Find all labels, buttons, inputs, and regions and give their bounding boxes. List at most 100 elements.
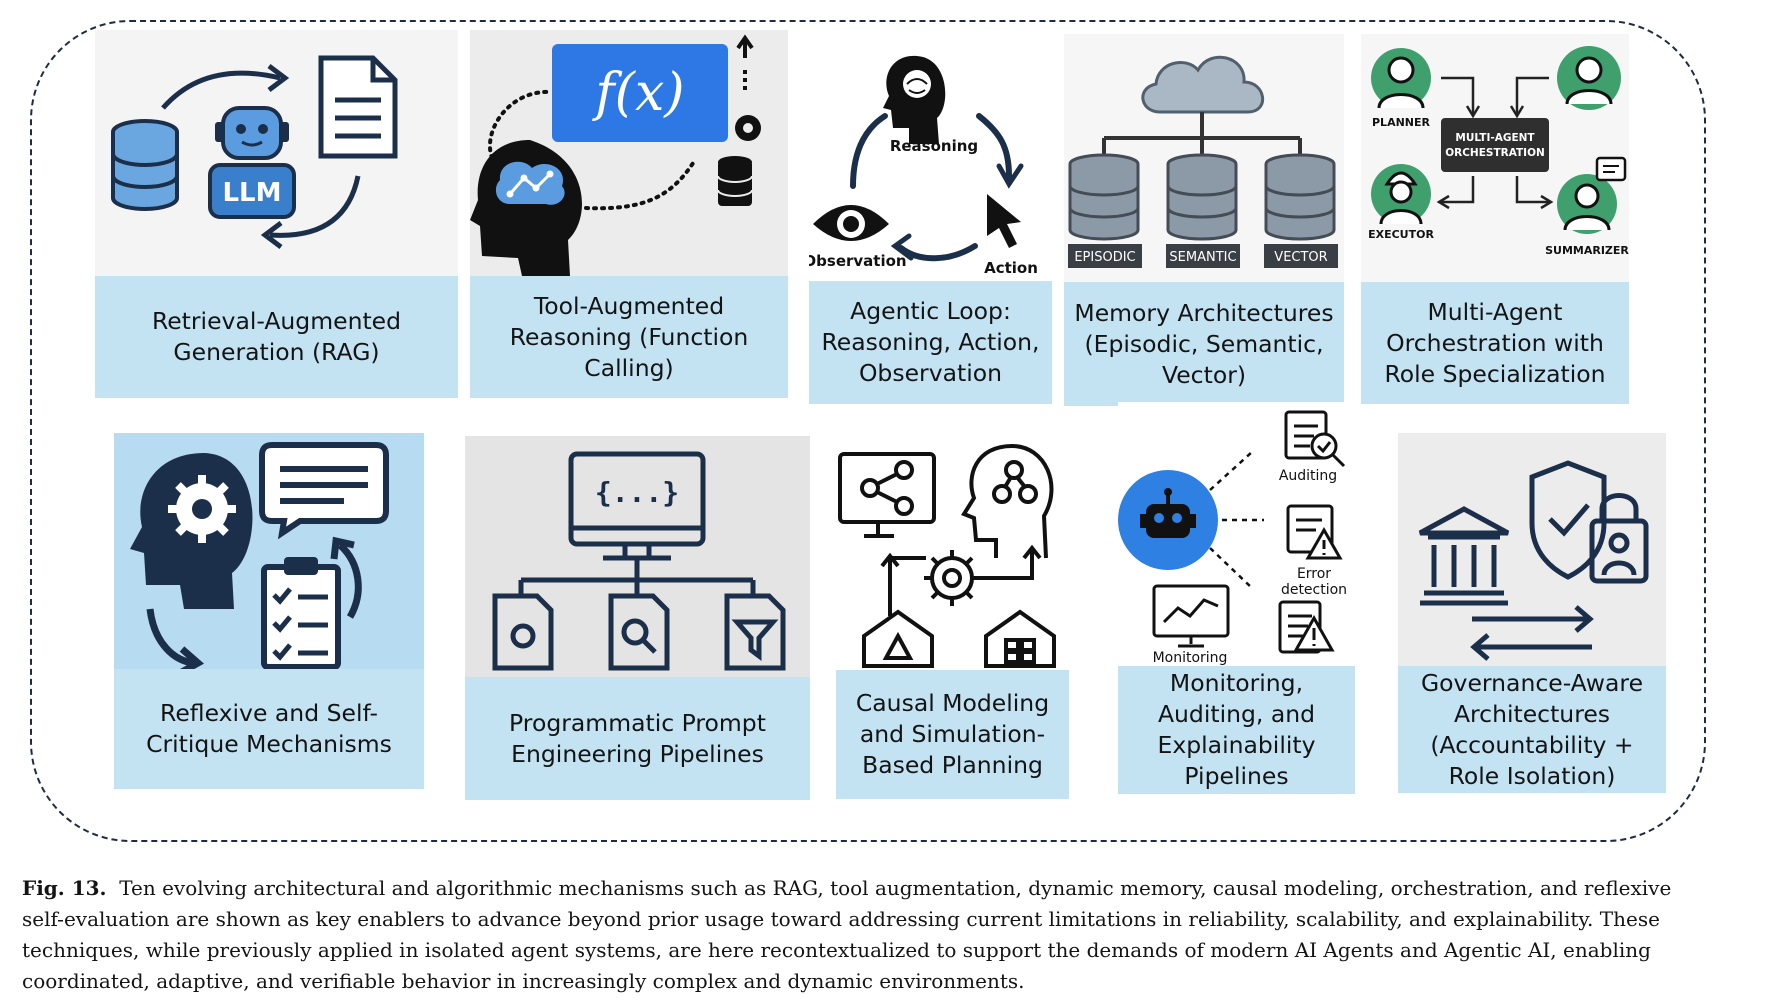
- card-agentic-loop-label: Agentic Loop:Reasoning, Action,Observati…: [809, 281, 1052, 404]
- caption-label: Fig. 13.: [22, 876, 107, 900]
- card-reflexive-label: Reflexive and Self-Critique Mechanisms: [114, 669, 424, 789]
- cloud-icon: [1141, 55, 1265, 114]
- svg-text:SEMANTIC: SEMANTIC: [1169, 250, 1236, 265]
- auditing-icon: [1284, 410, 1346, 468]
- swap-arrows-icon: [1470, 605, 1594, 661]
- shield-check-icon: [1529, 460, 1607, 580]
- memory-illustration: EPISODIC SEMANTIC VECTOR: [1064, 34, 1344, 282]
- flow-arrows: [880, 544, 1042, 616]
- monitor-code-icon: [568, 451, 706, 561]
- document-warning-icon: [1278, 600, 1335, 654]
- orchestration-arrows: [1436, 76, 1554, 210]
- monitor-share-icon: [838, 452, 936, 538]
- head-network-icon: [961, 444, 1054, 559]
- loop-arrows: [850, 113, 1024, 262]
- svg-text:EPISODIC: EPISODIC: [1074, 250, 1135, 265]
- card-multi-agent: PLANNER MULTI-AGENT ORCHESTRATION: [1361, 34, 1629, 404]
- llm-text: LLM: [222, 178, 281, 208]
- cycle-arrows: [161, 64, 361, 249]
- file-filter-icon: [724, 593, 786, 671]
- orchestration-box: MULTI-AGENT ORCHESTRATION: [1441, 118, 1549, 172]
- svg-text:ORCHESTRATION: ORCHESTRATION: [1445, 147, 1545, 159]
- robot-icon: LLM: [208, 106, 296, 219]
- card-monitoring: Auditing Error detection Monitoring Moni…: [1118, 402, 1355, 794]
- database-stack-icons: [1068, 153, 1336, 241]
- eye-icon: [813, 205, 889, 241]
- house-pyramid-icon: [862, 609, 934, 668]
- gear-database-icon: [717, 34, 761, 206]
- svg-text:SUMMARIZER: SUMMARIZER: [1545, 244, 1629, 257]
- robot-circle-icon: [1118, 470, 1218, 570]
- governance-illustration: [1398, 433, 1666, 666]
- reasoning-text: Reasoning: [890, 137, 978, 155]
- card-memory: EPISODIC SEMANTIC VECTOR Memory Architec…: [1064, 34, 1344, 406]
- svg-text:Auditing: Auditing: [1279, 468, 1337, 484]
- speech-bubble-icon: [259, 442, 389, 540]
- reflexive-illustration: [114, 433, 424, 669]
- gear-icon: [924, 550, 980, 606]
- tree-lines: [1102, 112, 1302, 158]
- svg-text:Error: Error: [1297, 566, 1331, 582]
- summarizer-agent-icon: [1557, 156, 1627, 234]
- error-detection-icon: [1286, 504, 1343, 560]
- clipboard-checklist-icon: [261, 557, 341, 669]
- tool-illustration: f(x): [470, 30, 788, 276]
- file-search-icon: [608, 593, 670, 671]
- card-memory-label: Memory Architectures(Episodic, Semantic,…: [1064, 282, 1344, 406]
- multi-agent-illustration: PLANNER MULTI-AGENT ORCHESTRATION: [1361, 34, 1629, 282]
- head-icon: [470, 140, 583, 276]
- dotted-arrows: [488, 89, 697, 211]
- memory-tags: EPISODIC SEMANTIC VECTOR: [1068, 244, 1338, 268]
- dotted-connectors: [1209, 451, 1264, 589]
- caption-line-4: coordinated, adaptive, and verifiable be…: [22, 969, 1025, 993]
- svg-text:PLANNER: PLANNER: [1372, 116, 1431, 129]
- database-icon: [111, 119, 179, 211]
- svg-text:VECTOR: VECTOR: [1274, 250, 1327, 265]
- caption-line-2: self-evaluation are shown as key enabler…: [22, 907, 1660, 931]
- bank-building-icon: [1418, 506, 1510, 606]
- causal-illustration: [836, 436, 1069, 670]
- brain-head-icon: [883, 55, 946, 144]
- curved-arrows: [146, 536, 362, 669]
- monitoring-illustration: Auditing Error detection Monitoring: [1118, 402, 1355, 666]
- dashed-border-frame: [30, 20, 1706, 842]
- rag-illustration: LLM: [95, 30, 458, 276]
- code-braces-text: {...}: [595, 476, 679, 509]
- agentic-loop-illustration: Reasoning Action Observation: [809, 36, 1052, 281]
- card-agentic-loop: Reasoning Action Observation Agentic Loo…: [809, 36, 1052, 404]
- svg-text:EXECUTOR: EXECUTOR: [1368, 228, 1434, 241]
- prompt-illustration: {...}: [465, 436, 810, 677]
- user-agent-icon: [1557, 46, 1621, 110]
- fx-text: f(x): [591, 63, 684, 123]
- lock-person-icon: [1589, 493, 1649, 584]
- caption-line-3: techniques, while previously applied in …: [22, 938, 1651, 962]
- head-gear-icon: [130, 453, 253, 609]
- action-text: Action: [984, 259, 1038, 277]
- executor-agent-icon: [1371, 164, 1431, 225]
- pipeline-lines: [518, 558, 756, 596]
- observation-text: Observation: [809, 252, 907, 270]
- planner-agent-icon: [1371, 48, 1431, 109]
- svg-text:detection: detection: [1281, 582, 1347, 598]
- file-gear-icon: [492, 593, 554, 671]
- svg-text:MULTI-AGENT: MULTI-AGENT: [1455, 132, 1535, 144]
- document-icon: [318, 55, 398, 159]
- monitoring-chart-icon: [1152, 584, 1230, 648]
- caption-line-1: Fig. 13. Ten evolving architectural and …: [22, 876, 1672, 900]
- svg-text:Monitoring: Monitoring: [1153, 650, 1228, 666]
- cursor-icon: [987, 194, 1021, 248]
- function-box-icon: f(x): [552, 44, 728, 142]
- card-reflexive: Reflexive and Self-Critique Mechanisms: [114, 433, 424, 789]
